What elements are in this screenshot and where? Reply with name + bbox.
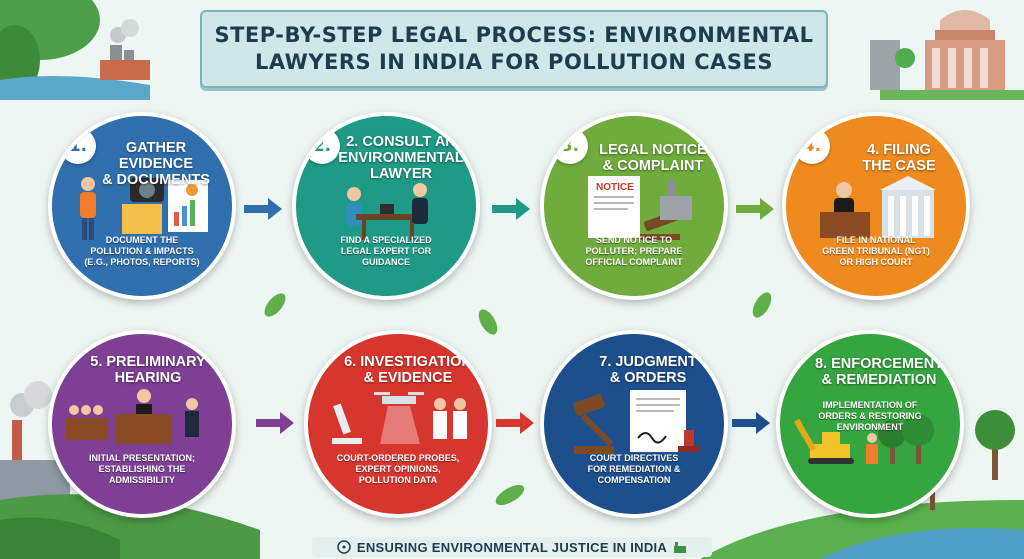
arrow-5-to-6: [256, 412, 294, 434]
left-leaf-icon: [264, 292, 772, 506]
step-8-description: IMPLEMENTATION OF ORDERS & RESTORING ENV…: [818, 400, 922, 432]
arrow-6-to-7: [496, 412, 534, 434]
client-icon: [346, 187, 362, 226]
step-6-title: 6. INVESTIGATION & EVIDENCE: [344, 354, 472, 386]
factory-icon: [660, 180, 692, 220]
step-7-circle: 7. JUDGMENT & ORDERS COURT DIRECTIVES FO…: [540, 330, 728, 518]
footer-banner: ENSURING ENVIRONMENTAL JUSTICE IN INDIA: [312, 537, 712, 557]
top-left-scene: [0, 0, 150, 100]
step-4-circle: 4. 4. FILING THE CASE FILE IN NATIONAL G…: [782, 112, 970, 300]
step-5-description: INITIAL PRESENTATION; ESTABLISHING THE A…: [88, 453, 195, 485]
camera-icon: [130, 178, 164, 202]
bottom-left-scene: [0, 381, 260, 559]
title-line-1: STEP-BY-STEP LEGAL PROCESS: ENVIRONMENTA…: [214, 23, 814, 47]
step-2-circle: 2. 2. CONSULT AN ENVIRONMENTAL LAWYER FI…: [292, 112, 480, 300]
step-5-illustration: [52, 334, 232, 514]
notice-label: NOTICE: [596, 182, 634, 193]
notice-document-icon: NOTICE: [588, 176, 640, 238]
person-pouring-sample-icon: [80, 177, 96, 240]
lawyer-icon: [412, 183, 428, 224]
lawyer-icon: [185, 398, 199, 437]
arrow-1-to-2: [244, 198, 282, 220]
arrow-3-to-4: [736, 198, 774, 220]
step-2-title: 2. CONSULT AN ENVIRONMENTAL LAWYER: [338, 134, 464, 182]
courthouse-icon: [880, 176, 936, 238]
scientist-icon: [433, 398, 467, 439]
step-2-number: 2.: [304, 128, 340, 164]
factory-icon: [674, 542, 687, 553]
tree-icon: [878, 414, 934, 464]
step-3-circle: NOTICE 3. LEGAL NOTICE & COMPLAINT SEND …: [540, 112, 728, 300]
footer-text: ENSURING ENVIRONMENTAL JUSTICE IN INDIA: [356, 539, 668, 555]
step-7-illustration: [544, 334, 724, 514]
step-6-illustration: [308, 334, 488, 514]
desk-icon: [356, 204, 420, 240]
step-8-circle: 8. ENFORCEMENT & REMEDIATION IMPLEMENTAT…: [776, 330, 964, 518]
arrow-7-to-8: [732, 412, 770, 434]
audience-icon: [66, 405, 108, 440]
step-8-illustration: [780, 334, 960, 514]
step-1-number: 1.: [60, 128, 96, 164]
microscope-icon: [332, 403, 362, 444]
drone-icon: [374, 392, 424, 444]
step-6-circle: 6. INVESTIGATION & EVIDENCE COURT-ORDERE…: [304, 330, 492, 518]
step-1-description: DOCUMENT THE POLLUTION & IMPACTS (e.g., …: [84, 235, 200, 267]
step-4-number: 4.: [794, 128, 830, 164]
step-4-illustration: [786, 116, 966, 296]
signed-order-icon: [630, 390, 686, 452]
excavator-icon: [793, 418, 854, 464]
step-8-title: 8. ENFORCEMENT & REMEDIATION: [814, 356, 944, 388]
stamp-icon: [678, 430, 700, 452]
step-7-title: 7. JUDGMENT & ORDERS: [599, 354, 697, 386]
step-1-title: GATHER EVIDENCE & DOCUMENTS: [102, 140, 210, 188]
step-1-circle: 1. GATHER EVIDENCE & DOCUMENTS DOCUMENT …: [48, 112, 236, 300]
step-2-description: FIND A SPECIALIZED LEGAL EXPERT FOR GUID…: [340, 235, 432, 267]
step-3-description: SEND NOTICE TO POLLUTER; PREPARE OFFICIA…: [585, 235, 683, 267]
step-7-description: COURT DIRECTIVES FOR REMEDIATION & COMPE…: [587, 453, 681, 485]
title-banner: STEP-BY-STEP LEGAL PROCESS: ENVIRONMENTA…: [200, 10, 828, 88]
step-2-illustration: [296, 116, 476, 296]
worker-icon: [866, 433, 878, 464]
title-line-2: LAWYERS IN INDIA FOR POLLUTION CASES: [254, 50, 774, 74]
step-6-description: COURT-ORDERED PROBES, EXPERT OPINIONS, P…: [336, 453, 460, 485]
report-chart-icon: [168, 180, 208, 232]
step-3-illustration: NOTICE: [544, 116, 724, 296]
step-1-illustration: [52, 116, 232, 296]
step-5-title: 5. PRELIMINARY HEARING: [90, 354, 206, 386]
step-4-description: FILE IN NATIONAL GREEN TRIBUNAL (NGT) OR…: [822, 235, 930, 267]
supreme-court-icon: [870, 10, 1024, 100]
step-3-number: 3.: [552, 128, 588, 164]
ashoka-emblem-icon: [337, 540, 351, 554]
arrow-2-to-3: [492, 198, 530, 220]
judge-icon: [820, 182, 870, 238]
judge-bench-icon: [116, 389, 172, 444]
folder-icon: [122, 204, 162, 234]
gavel-icon: [573, 393, 614, 454]
step-5-circle: 5. PRELIMINARY HEARING INITIAL PRESENTAT…: [48, 330, 236, 518]
step-3-title: LEGAL NOTICE & COMPLAINT: [599, 142, 707, 174]
step-4-title: 4. FILING THE CASE: [862, 142, 936, 174]
